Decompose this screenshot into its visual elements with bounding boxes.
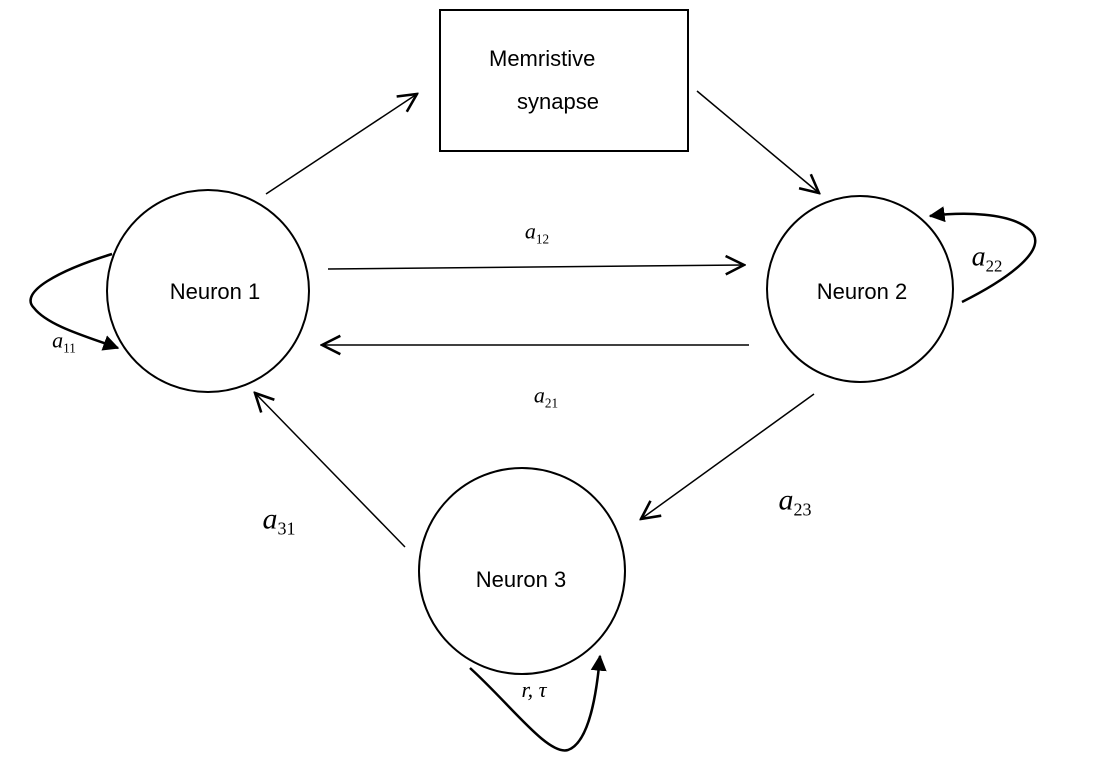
edge-neuron1-to-synapse [265,94,417,195]
self-loop-neuron3 [469,654,607,752]
coef-r-tau: r, τ [521,677,547,702]
neuron-2-node [766,195,954,383]
coef-a12: a12 [524,218,550,247]
neuron-1-label: Neuron 1 [169,279,261,304]
synapse-label-line1: Memristive [489,46,596,71]
coef-a11: a11 [52,327,76,356]
neuron-2-label: Neuron 2 [816,279,908,304]
synapse-label-line2: synapse [517,89,599,114]
neuron-3-node [418,467,626,675]
self-loop-neuron1 [29,252,120,351]
coef-a31: a31 [262,502,296,539]
edge-neuron3-to-neuron1 [255,393,406,548]
coef-a22: a22 [971,241,1003,276]
self-loop-neuron2 [928,206,1037,304]
neuron-1-node [106,189,310,393]
neuron-3-label: Neuron 3 [475,567,567,592]
edge-synapse-to-neuron2 [696,90,819,193]
memristive-synapse-box [439,9,689,152]
coef-a21: a21 [533,382,559,411]
edge-neuron2-to-neuron3 [641,393,815,519]
coef-a23: a23 [778,483,812,520]
edge-neuron1-to-neuron2 [327,265,744,269]
